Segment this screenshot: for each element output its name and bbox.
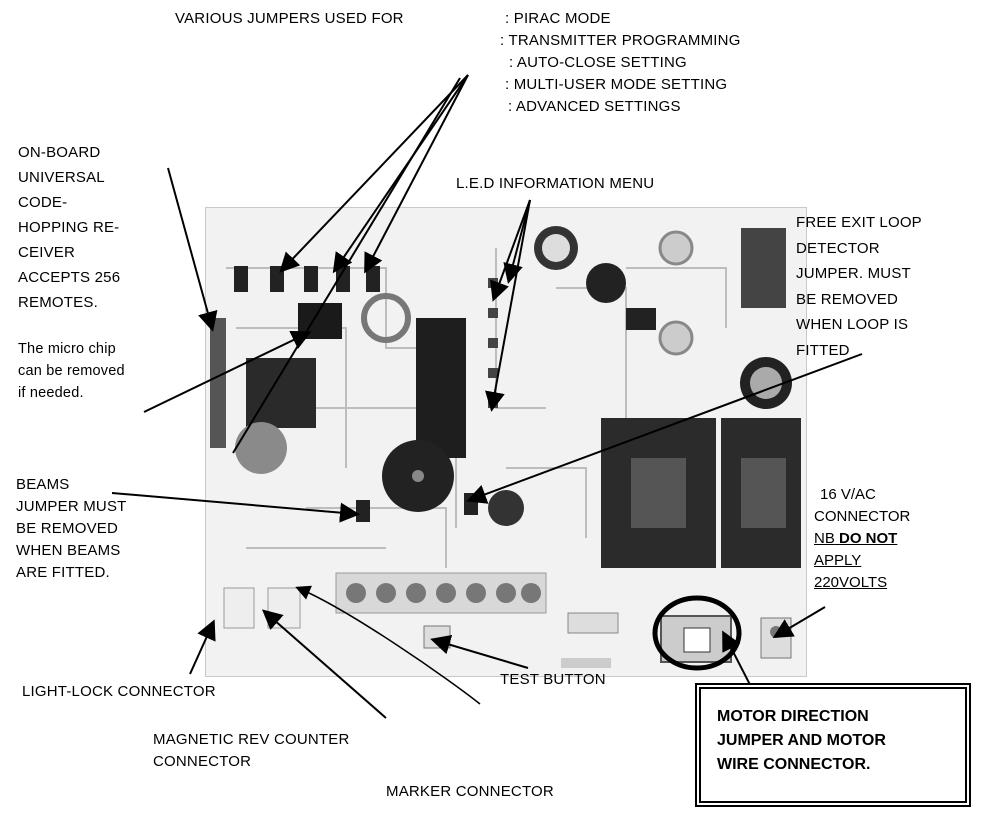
edge-connector <box>210 318 226 448</box>
vac-line2: CONNECTOR <box>814 508 911 525</box>
motor-box-text: MOTOR DIRECTION JUMPER AND MOTOR WIRE CO… <box>717 708 886 773</box>
jumpers-title: VARIOUS JUMPERS USED FOR <box>175 10 404 27</box>
jumper-use-advanced: : ADVANCED SETTINGS <box>508 98 681 115</box>
free-exit-label: FREE EXIT LOOP DETECTOR JUMPER. MUST BE … <box>796 214 922 359</box>
receiver-ic <box>246 358 316 428</box>
vac-warning: NB DO NOT <box>814 528 910 550</box>
rev-counter-label: MAGNETIC REV COUNTER CONNECTOR <box>153 731 350 770</box>
led-menu-label: L.E.D INFORMATION MENU <box>456 175 655 192</box>
receiver-coil <box>235 422 287 474</box>
vac-do-not: DO NOT <box>839 530 898 547</box>
receiver-label: ON-BOARD UNIVERSAL CODE- HOPPING RE- CEI… <box>18 144 121 311</box>
jumper-use-multiuser: : MULTI-USER MODE SETTING <box>505 76 728 93</box>
jumper-use-autoclose: : AUTO-CLOSE SETTING <box>509 54 687 71</box>
jumper-uses-list: : PIRAC MODE : TRANSMITTER PROGRAMMING :… <box>500 8 746 118</box>
micro-chip-label: The micro chip can be removed if needed. <box>18 341 125 401</box>
beams-label: BEAMS JUMPER MUST BE REMOVED WHEN BEAMS … <box>16 476 127 581</box>
circuit-board-drawing <box>210 226 801 668</box>
vac-nb: NB <box>814 530 835 547</box>
main-ic <box>416 318 466 458</box>
jumper-use-pirac: : PIRAC MODE <box>505 10 611 27</box>
motor-connector-callout-box: MOTOR DIRECTION JUMPER AND MOTOR WIRE CO… <box>695 683 971 807</box>
marker-label: MARKER CONNECTOR <box>386 783 554 800</box>
vac-volts: 220VOLTS <box>814 574 888 591</box>
jumper-use-transmitter: : TRANSMITTER PROGRAMMING <box>500 32 741 49</box>
vac-line1: 16 V/AC <box>820 486 876 503</box>
vac-apply: APPLY <box>814 552 862 569</box>
light-lock-label: LIGHT-LOCK CONNECTOR <box>22 683 216 700</box>
test-button-label: TEST BUTTON <box>500 671 606 688</box>
vac-connector-label: 16 V/AC CONNECTOR NB DO NOT APPLY 220VOL… <box>814 484 910 594</box>
